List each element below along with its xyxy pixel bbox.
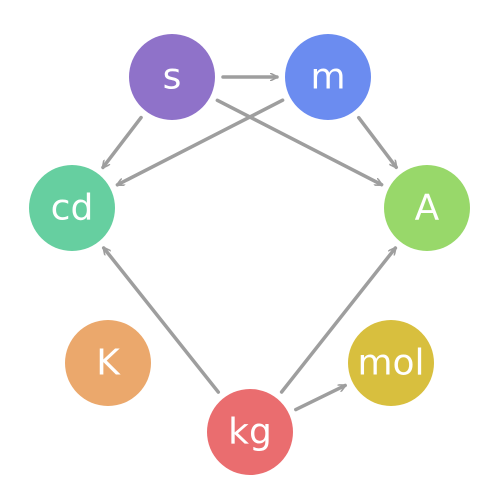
node-cd: cd <box>29 165 115 251</box>
node-circle-cd <box>29 165 115 251</box>
edge-kg-to-mol <box>294 383 345 412</box>
node-circle-mol <box>348 320 434 406</box>
node-label-s: s <box>163 57 182 98</box>
edge-s-to-cd <box>101 115 143 168</box>
node-circle-A <box>384 165 470 251</box>
edge-kg-to-A <box>279 248 398 394</box>
node-m: m <box>285 34 371 120</box>
node-label-kg: kg <box>228 412 272 453</box>
node-kg: kg <box>207 389 293 475</box>
node-label-mol: mol <box>357 343 424 384</box>
edge-s-to-A <box>215 98 381 187</box>
node-circle-m <box>285 34 371 120</box>
node-label-m: m <box>310 57 345 98</box>
edge-m-to-cd <box>117 98 285 187</box>
node-s: s <box>129 34 215 120</box>
node-circle-K <box>65 320 151 406</box>
node-circle-s <box>129 34 215 120</box>
node-label-cd: cd <box>51 188 94 229</box>
edge-m-to-A <box>356 115 399 168</box>
edge-kg-to-cd <box>101 248 221 394</box>
node-K: K <box>65 320 151 406</box>
node-circle-kg <box>207 389 293 475</box>
node-label-K: K <box>96 343 121 384</box>
node-label-A: A <box>415 188 440 229</box>
edges-layer <box>101 77 399 412</box>
node-mol: mol <box>348 320 434 406</box>
node-A: A <box>384 165 470 251</box>
